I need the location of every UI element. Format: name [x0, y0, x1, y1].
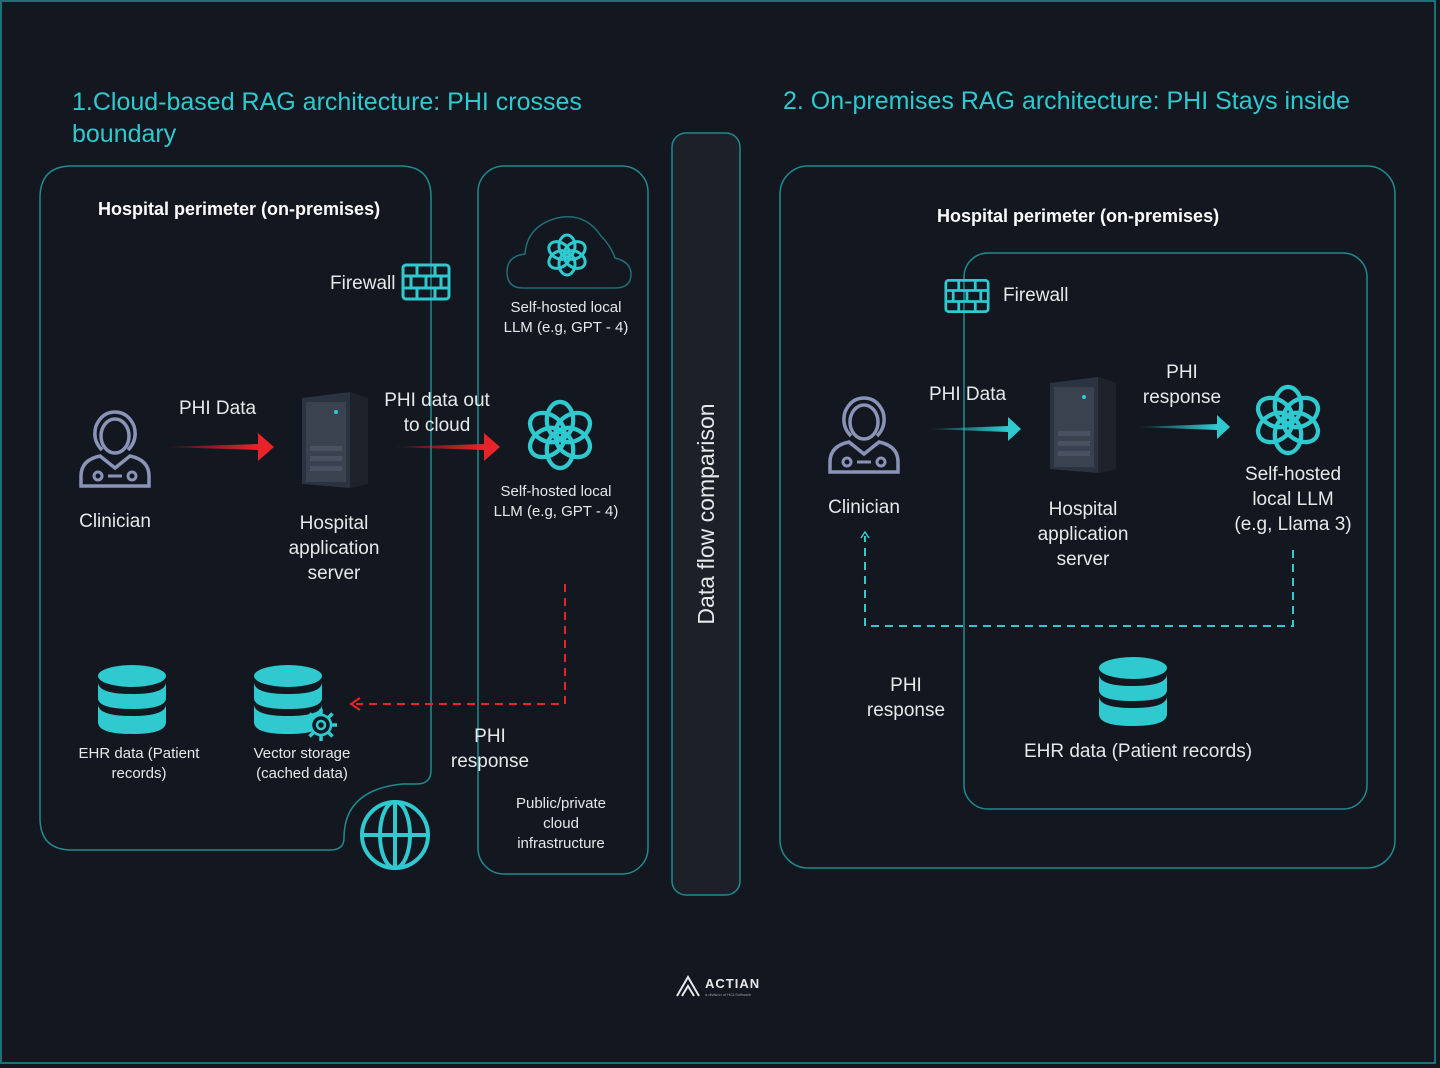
- vector-storage-label-line2: (cached data): [256, 765, 348, 782]
- right-llm-label-line3: (e.g, Llama 3): [1234, 514, 1352, 535]
- right-ehr-label: EHR data (Patient records): [1023, 741, 1253, 762]
- right-llm-openai-icon: [1255, 384, 1321, 456]
- left-ehr-label: EHR data (Patient records): [68, 744, 210, 784]
- right-server-label-line1: Hospital: [1048, 499, 1118, 520]
- left-phi-out-line1: PHI data out: [384, 390, 490, 411]
- left-llm-openai-icon: [527, 399, 593, 471]
- cloud-infrastructure-line2: cloud: [543, 815, 579, 832]
- right-llm-label-line1: Self-hosted: [1244, 464, 1342, 485]
- left-phi-out-label: PHI data out to cloud: [372, 388, 502, 438]
- left-phi-data-label: PHI Data: [178, 398, 257, 419]
- left-title-line1: 1.Cloud-based RAG architecture: PHI cros…: [72, 88, 582, 116]
- right-clinician-label: Clinician: [828, 497, 900, 518]
- right-server-label-line2: application: [1037, 524, 1129, 545]
- left-phi-data-arrow: [164, 433, 274, 461]
- right-server-label-line3: server: [1056, 549, 1110, 570]
- right-ehr-database-icon: [1099, 657, 1167, 726]
- right-firewall-icon: [944, 278, 990, 314]
- right-phi-response-top-line1: PHI: [1166, 362, 1198, 383]
- vector-storage-label: Vector storage (cached data): [232, 744, 372, 784]
- right-llm-label-line2: local LLM: [1252, 489, 1334, 510]
- cloud-infrastructure-label: Public/private cloud infrastructure: [486, 794, 636, 854]
- cloud-infrastructure-line3: infrastructure: [517, 835, 605, 852]
- left-ehr-label-line2: records): [111, 765, 167, 782]
- left-llm-label-line2: LLM (e.g, GPT - 4): [493, 503, 619, 520]
- left-phi-out-line2: to cloud: [403, 415, 471, 436]
- right-phi-response-label: PHI response: [856, 673, 956, 723]
- actian-logo-icon: [676, 975, 700, 997]
- right-perimeter-heading: Hospital perimeter (on-premises): [937, 206, 1220, 226]
- cloud-llm-label: Self-hosted local LLM (e.g, GPT - 4): [488, 298, 644, 338]
- globe-icon: [360, 800, 430, 870]
- left-phi-response-line1: PHI: [474, 726, 506, 747]
- right-llm-label: Self-hosted local LLM (e.g, Llama 3): [1223, 462, 1363, 537]
- right-phi-data-arrow: [928, 417, 1021, 441]
- left-firewall-label: Firewall: [330, 273, 396, 294]
- vector-storage-label-line1: Vector storage: [253, 745, 351, 762]
- left-server-label-line3: server: [307, 563, 361, 584]
- actian-logo-subtext: a division of HCLSoftware: [705, 992, 752, 997]
- actian-logo-text: ACTIAN: [705, 976, 761, 991]
- left-title-line2: boundary: [72, 120, 177, 148]
- right-firewall-label: Firewall: [1003, 285, 1069, 306]
- cloud-icon: [506, 216, 632, 289]
- right-phi-response-top-line2: response: [1142, 387, 1222, 408]
- left-server-label: Hospital application server: [264, 511, 404, 586]
- right-phi-response-line2: response: [866, 700, 946, 721]
- left-phi-response-line2: response: [450, 751, 530, 772]
- right-phi-response-line1: PHI: [890, 675, 922, 696]
- left-firewall-icon: [401, 263, 451, 301]
- gear-icon: [305, 709, 337, 741]
- cloud-infrastructure-line1: Public/private: [515, 795, 607, 812]
- left-llm-label: Self-hosted local LLM (e.g, GPT - 4): [478, 482, 634, 522]
- right-diagram-title: 2. On-premises RAG architecture: PHI Sta…: [783, 87, 1350, 115]
- left-clinician-label: Clinician: [79, 511, 151, 532]
- right-server-label: Hospital application server: [1013, 497, 1153, 572]
- right-phi-data-label: PHI Data: [928, 384, 1007, 405]
- left-diagram-title: 1.Cloud-based RAG architecture: PHI cros…: [72, 86, 672, 150]
- left-server-label-line1: Hospital: [299, 513, 369, 534]
- cloud-llm-label-line1: Self-hosted local: [510, 299, 622, 316]
- left-server-icon: [302, 392, 368, 488]
- right-phi-response-arrow: [1137, 415, 1230, 439]
- right-server-icon: [1050, 377, 1116, 473]
- left-ehr-database-icon: [98, 665, 166, 734]
- cloud-llm-label-line2: LLM (e.g, GPT - 4): [503, 319, 629, 336]
- right-phi-response-top-label: PHI response: [1132, 360, 1232, 410]
- left-phi-out-arrow: [392, 433, 500, 461]
- left-perimeter-heading: Hospital perimeter (on-premises): [98, 199, 381, 219]
- left-phi-response-label: PHI response: [440, 724, 540, 774]
- cloud-llm-openai-icon: [547, 233, 587, 277]
- left-ehr-label-line1: EHR data (Patient: [78, 745, 200, 762]
- right-clinician-icon: [828, 396, 900, 474]
- left-llm-label-line1: Self-hosted local: [500, 483, 612, 500]
- left-server-label-line2: application: [288, 538, 380, 559]
- left-clinician-icon: [79, 410, 151, 488]
